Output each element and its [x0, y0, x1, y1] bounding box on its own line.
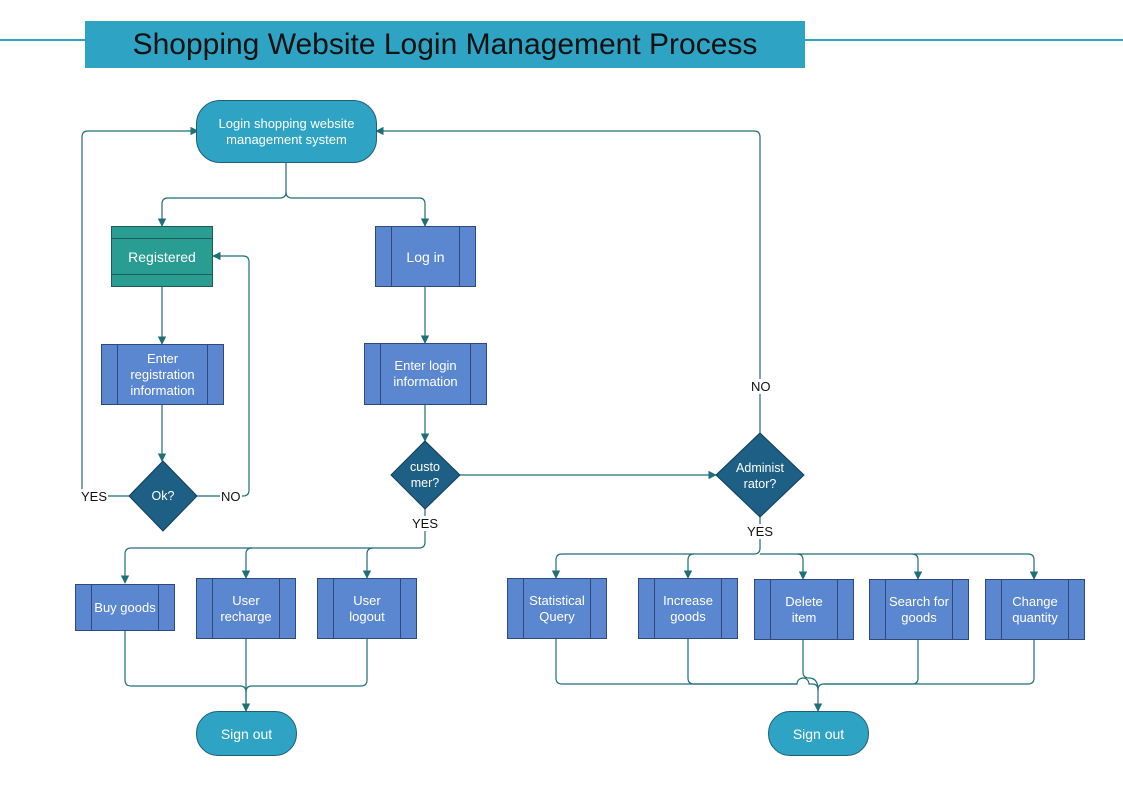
registered-box[interactable]: Registered [111, 226, 213, 287]
edge-logout-signout [245, 639, 368, 693]
buy-goods-label: Buy goods [94, 599, 156, 615]
edge-search-signout [817, 640, 919, 691]
edge-label-admin-no: NO [750, 379, 772, 394]
log-in-label: Log in [406, 248, 445, 265]
start-login-system-label: Login shopping website management system [218, 115, 355, 147]
edge-admin-no-loop [375, 126, 761, 433]
edge-split-recharge [241, 547, 253, 579]
user-logout-label: User logout [349, 592, 385, 624]
enter-registration-label: Enter registration information [130, 350, 195, 398]
decision-customer-label: custo mer? [410, 460, 440, 490]
statistical-query-label: Statistical Query [529, 592, 585, 624]
title-bar: Shopping Website Login Management Proces… [85, 21, 805, 68]
edge-ok-yes-loop [81, 126, 199, 497]
edge-split-change [912, 553, 1039, 580]
delete-item-label: Delete item [785, 593, 823, 625]
edge-start-split [157, 163, 287, 227]
log-in-box[interactable]: Log in [375, 226, 476, 287]
registered-label: Registered [128, 248, 196, 265]
start-login-system[interactable]: Login shopping website management system [196, 100, 377, 163]
delete-item-box[interactable]: Delete item [754, 579, 854, 640]
edge-stat-signout [555, 639, 823, 712]
edge-split-logout [362, 547, 374, 579]
enter-login-label: Enter login information [393, 358, 458, 389]
enter-login-box[interactable]: Enter login information [364, 343, 487, 405]
edge-customer-yes-split [120, 509, 426, 584]
edge-delete-signout [802, 640, 819, 691]
page-title: Shopping Website Login Management Proces… [132, 27, 758, 61]
user-recharge-box[interactable]: User recharge [196, 578, 296, 639]
edge-buy-signout [124, 631, 251, 712]
search-goods-box[interactable]: Search for goods [869, 579, 969, 640]
edge-change-signout [824, 640, 1035, 685]
edge-label-admin-yes: YES [746, 524, 775, 539]
decision-ok-label: Ok? [151, 489, 175, 503]
increase-goods-box[interactable]: Increase goods [638, 578, 738, 639]
change-quantity-box[interactable]: Change quantity [985, 579, 1085, 640]
edge-start-login [285, 191, 430, 227]
edge-split-increase [683, 553, 695, 579]
statistical-query-box[interactable]: Statistical Query [507, 578, 607, 639]
sign-out-right-label: Sign out [792, 725, 845, 742]
edge-increase-signout [687, 639, 797, 685]
edge-ok-no-loop [197, 251, 250, 497]
edge-label-customer-yes: YES [411, 516, 440, 531]
change-quantity-label: Change quantity [1012, 593, 1058, 625]
edge-split-search [797, 553, 923, 580]
increase-goods-label: Increase goods [663, 592, 713, 624]
edge-split-delete [760, 553, 808, 580]
user-logout-box[interactable]: User logout [317, 578, 417, 639]
decision-ok-shape[interactable] [128, 460, 198, 532]
edge-label-ok-yes: YES [80, 489, 109, 504]
sign-out-right[interactable]: Sign out [768, 711, 869, 756]
search-goods-label: Search for goods [889, 593, 949, 625]
user-recharge-label: User recharge [220, 592, 272, 624]
decision-administrator-label: Administ rator? [736, 461, 784, 491]
sign-out-left-label: Sign out [220, 725, 273, 742]
decision-customer-shape[interactable] [390, 440, 461, 510]
sign-out-left[interactable]: Sign out [196, 711, 297, 756]
enter-registration-box[interactable]: Enter registration information [101, 344, 224, 405]
edge-admin-yes-split [551, 517, 761, 579]
edge-label-ok-no: NO [220, 489, 242, 504]
buy-goods-box[interactable]: Buy goods [75, 584, 175, 631]
decision-administrator-shape[interactable] [715, 432, 805, 518]
